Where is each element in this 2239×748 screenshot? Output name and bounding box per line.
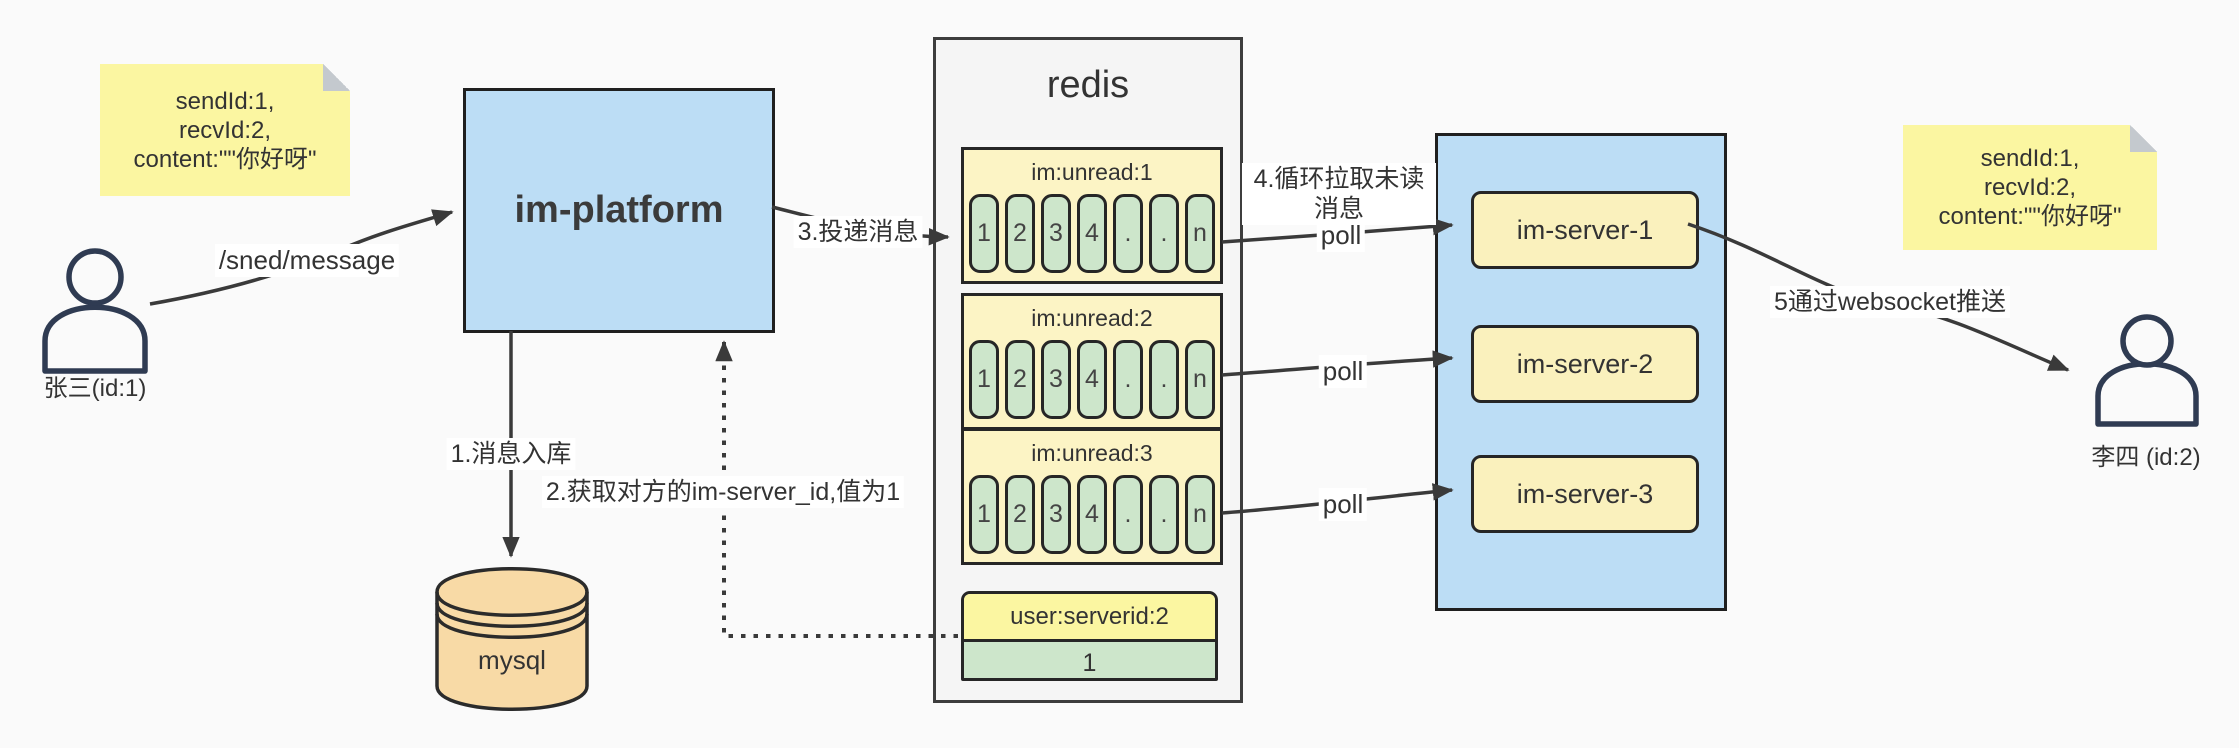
queue-cell[interactable]: 2 — [1005, 194, 1035, 273]
im-server-2-node[interactable]: im-server-2 — [1471, 325, 1699, 403]
mysql-label: mysql — [478, 645, 546, 675]
queue-cell[interactable]: 2 — [1005, 340, 1035, 419]
redis-queue-unread-2[interactable]: im:unread:2 1 2 3 4 . . n — [961, 293, 1223, 430]
edge-label-send[interactable]: /sned/message — [214, 244, 400, 278]
queue-cell[interactable]: n — [1185, 340, 1215, 419]
user-icon-receiver[interactable] — [2095, 314, 2199, 427]
note-line: sendId:1, — [175, 87, 275, 115]
queue-cell[interactable]: 1 — [969, 194, 999, 273]
queue-cell[interactable]: 4 — [1077, 194, 1107, 273]
im-server-label: im-server-3 — [1516, 478, 1654, 509]
queue-cell[interactable]: 2 — [1005, 475, 1035, 554]
im-server-label: im-server-1 — [1516, 214, 1654, 245]
im-platform-label: im-platform — [514, 189, 724, 231]
edge-label-get-serverid[interactable]: 2.获取对方的im-server_id,值为1 — [541, 476, 905, 508]
im-server-cluster[interactable]: im-server-1 im-server-2 im-server-3 — [1435, 133, 1727, 611]
queue-cell[interactable]: 3 — [1041, 340, 1071, 419]
queue-cell[interactable]: 1 — [969, 475, 999, 554]
queue-cell[interactable]: 4 — [1077, 475, 1107, 554]
kv-value: 1 — [964, 642, 1215, 678]
queue-cell[interactable]: . — [1113, 340, 1143, 419]
queue-cell[interactable]: . — [1149, 194, 1179, 273]
edge-label-websocket-push[interactable]: 5通过websocket推送 — [1769, 286, 2011, 318]
user-icon-sender[interactable] — [42, 248, 148, 374]
sticky-note-left[interactable]: sendId:1, recvId:2, content:""你好呀" — [100, 64, 350, 196]
mysql-database-icon[interactable] — [435, 567, 589, 711]
receiver-name-label: 李四 (id:2) — [2091, 444, 2201, 471]
queue-cell[interactable]: . — [1149, 475, 1179, 554]
note-fold-icon — [323, 64, 350, 91]
redis-title: redis — [1046, 64, 1130, 106]
kv-title: user:serverid:2 — [964, 594, 1215, 642]
queue-cell[interactable]: . — [1149, 340, 1179, 419]
queue-cell[interactable]: n — [1185, 194, 1215, 273]
edge-label-store[interactable]: 1.消息入库 — [446, 438, 576, 470]
redis-queue-unread-3[interactable]: im:unread:3 1 2 3 4 . . n — [961, 428, 1223, 565]
queue-cell[interactable]: n — [1185, 475, 1215, 554]
queue-cell[interactable]: 3 — [1041, 194, 1071, 273]
edge-label-poll-3[interactable]: poll — [1318, 488, 1368, 522]
redis-user-serverid-node[interactable]: user:serverid:2 1 — [961, 591, 1218, 681]
queue-cell[interactable]: 4 — [1077, 340, 1107, 419]
sticky-note-right[interactable]: sendId:1, recvId:2, content:""你好呀" — [1903, 125, 2157, 250]
note-line: recvId:2, — [1983, 174, 2077, 201]
note-line: sendId:1, — [1980, 145, 2080, 172]
edge-label-poll-1[interactable]: poll — [1316, 219, 1366, 253]
queue-title: im:unread:1 — [1031, 159, 1153, 185]
queue-cell[interactable]: . — [1113, 475, 1143, 554]
im-server-3-node[interactable]: im-server-3 — [1471, 455, 1699, 533]
im-server-1-node[interactable]: im-server-1 — [1471, 191, 1699, 269]
note-line: recvId:2, — [178, 116, 272, 144]
note-line: content:""你好呀" — [133, 145, 317, 173]
im-server-label: im-server-2 — [1516, 348, 1654, 379]
edge-label-deliver[interactable]: 3.投递消息 — [793, 216, 923, 248]
note-line: content:""你好呀" — [1938, 203, 2122, 230]
redis-queue-unread-1[interactable]: im:unread:1 1 2 3 4 . . n — [961, 147, 1223, 284]
queue-cell[interactable]: . — [1113, 194, 1143, 273]
queue-cell[interactable]: 3 — [1041, 475, 1071, 554]
edge-label-poll-2[interactable]: poll — [1318, 355, 1368, 389]
edge-label-loop-pull[interactable]: 4.循环拉取未读消息 — [1242, 163, 1436, 225]
im-platform-node[interactable]: im-platform — [463, 88, 775, 333]
queue-title: im:unread:2 — [1031, 305, 1153, 331]
note-fold-icon — [2130, 125, 2157, 152]
queue-cell[interactable]: 1 — [969, 340, 999, 419]
sender-name-label: 张三(id:1) — [43, 375, 147, 402]
redis-container[interactable]: redis im:unread:1 1 2 3 4 . . n im:unrea… — [933, 37, 1243, 703]
queue-title: im:unread:3 — [1031, 440, 1153, 466]
